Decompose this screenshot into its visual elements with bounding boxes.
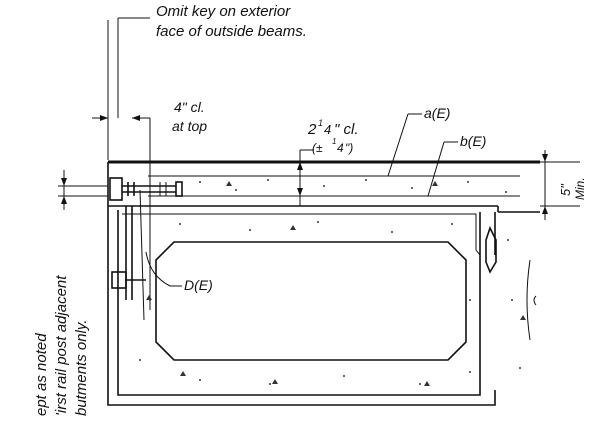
tolerance-close: ") <box>345 141 353 155</box>
side-note-line2: 'irst rail post adjacent <box>53 275 70 416</box>
dim-min-label: Min. <box>573 177 587 200</box>
leader-b <box>427 141 458 197</box>
leader-d <box>145 251 182 287</box>
clear-top-leader <box>132 115 151 122</box>
leader-a <box>387 113 422 177</box>
label-d: D(E) <box>184 277 213 293</box>
clear-mid-dimension <box>297 149 314 206</box>
box-beam-outline <box>107 162 496 406</box>
beam-void <box>155 241 467 361</box>
clear-mid-unit: " cl. <box>334 121 359 138</box>
omit-key-note-line2: face of outside beams. <box>156 23 307 40</box>
concrete-stipple <box>139 179 526 386</box>
tolerance-fraction-num: 1 <box>332 137 336 146</box>
clear-mid-fraction-num: 1 <box>318 118 323 128</box>
dim-5-label: 5" <box>558 183 573 196</box>
clear-mid-number: 2 <box>307 121 317 138</box>
clear-mid-fraction-den: 4 <box>324 122 331 137</box>
rail-anchor-assembly <box>109 120 183 321</box>
left-dimension <box>58 170 108 210</box>
deck-slab <box>108 160 540 213</box>
clear-top-note-line2: at top <box>172 118 207 134</box>
tolerance-fraction-den: 4 <box>337 141 344 155</box>
label-a: a(E) <box>424 105 450 121</box>
side-note-line3: butments only. <box>73 320 90 416</box>
side-note-line1: ept as noted <box>33 333 50 416</box>
clear-top-note-line1: 4" cl. <box>174 99 205 115</box>
omit-key-leader <box>92 17 150 160</box>
omit-key-note-line1: Omit key on exterior <box>156 3 291 20</box>
depth-dimension <box>540 150 580 220</box>
shear-key <box>485 225 537 341</box>
label-b: b(E) <box>460 133 486 149</box>
tolerance-open: (± <box>312 141 323 155</box>
